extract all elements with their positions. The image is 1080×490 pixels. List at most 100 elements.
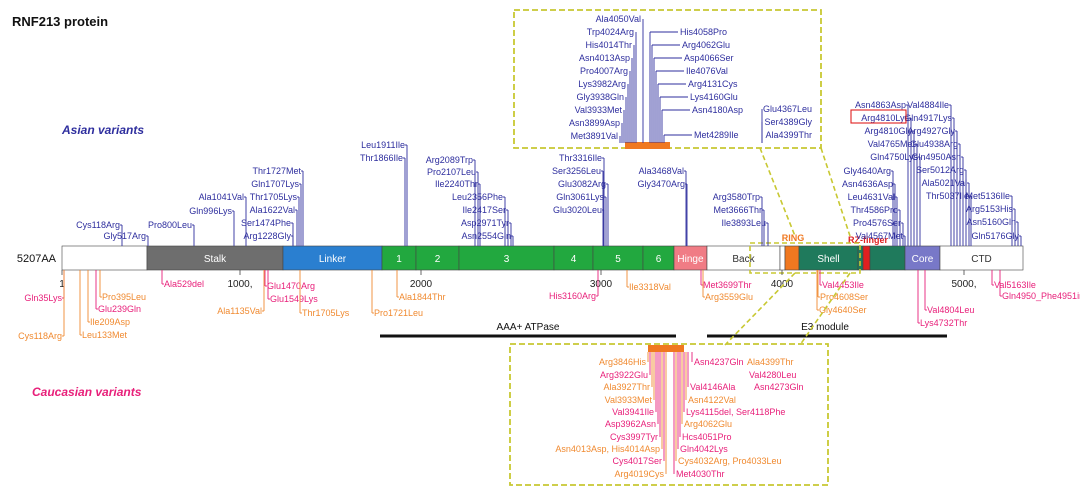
caucasian-insert-variant-11: Ala4399Thr (747, 357, 794, 367)
asian-variant-36: Asn4863Asp (855, 100, 906, 110)
domain-label-18: CTD (971, 254, 992, 265)
caucasian-insert-variant-0: Arg3846His (599, 357, 647, 367)
asian-variant-8: Thr1705Lys (250, 192, 298, 202)
asian-variant-43: Arg4927Gly (907, 126, 955, 136)
caucasian-variant-21: Lys4732Thr (920, 318, 967, 328)
caucasian-insert-variant-8: Cys4017Ser (612, 456, 662, 466)
asian-variant-20: Glu3020Leu (553, 205, 602, 215)
caucasian-variant-11: Pro1721Leu (374, 308, 423, 318)
asian-insert-variant-17: Met4289Ile (694, 130, 739, 140)
domain-3 (381, 245, 417, 271)
caucasian-insert-variant-6: Cys3997Tyr (610, 432, 658, 442)
caucasian-insert-variant-4: Val3941Ile (612, 407, 654, 417)
caucasian-variant-12: Ala1844Thr (399, 292, 446, 302)
asian-variant-46: Ser5012Arg (916, 165, 964, 175)
caucasian-variant-9: Glu1549Lys (270, 294, 318, 304)
caucasian-variant-10: Thr1705Lys (302, 308, 350, 318)
asian-insert-variant-8: Asn3899Asp (569, 118, 620, 128)
caucasian-variant-15: Met3699Thr (703, 280, 752, 290)
asian-insert-variant-18: Glu4367Leu (763, 104, 812, 114)
ring-label: RING (782, 233, 805, 243)
asian-insert-variant-2: His4014Thr (585, 40, 632, 50)
caucasian-insert-variant-7: Asn4013Asp, His4014Asp (555, 444, 660, 454)
asian-variant-41: Val4884Ile (907, 100, 949, 110)
domain-10 (706, 245, 781, 271)
asian-variant-12: Leu1911Ile (361, 140, 405, 150)
asian-insert-variant-9: Met3891Val (571, 131, 618, 141)
insert-source-region (749, 242, 861, 274)
asian-variant-22: Glu3082Arg (558, 179, 606, 189)
asian-variants-heading: Asian variants (61, 123, 144, 137)
caucasian-insert-variant-9: Arg4019Cys (614, 469, 664, 479)
asian-insert-variant-6: Gly3938Gln (576, 92, 624, 102)
scale-label-4: 4000 (771, 279, 794, 290)
asian-variant-45: Gln4950Asn (911, 152, 961, 162)
asian-insert-variant-1: Trp4024Arg (587, 27, 634, 37)
caucasian-variant-22: Val5163Ile (994, 280, 1036, 290)
domain-8 (642, 245, 675, 271)
asian-variant-10: Thr1727Met (252, 166, 301, 176)
asian-insert-variant-0: Ala4050Val (596, 14, 641, 24)
asian-variant-16: Leu2356Phe (452, 192, 503, 202)
asian-variant-31: Asn4636Asp (842, 179, 893, 189)
caucasian-insert-variant-20: Cys4032Arg, Pro4033Leu (678, 456, 782, 466)
asian-insert-variant-11: Arg4062Glu (682, 40, 730, 50)
asian-variant-6: Ser1474Phe (241, 218, 291, 228)
asian-insert-variant-7: Val3933Met (575, 105, 623, 115)
asian-insert-variant-4: Pro4007Arg (580, 66, 628, 76)
domain-label-2: Linker (319, 254, 347, 265)
asian-insert-variant-12: Asp4066Ser (684, 53, 734, 63)
caucasian-insert-variant-3: Val3933Met (605, 395, 653, 405)
asian-variant-40: Gln4750Lys (870, 152, 918, 162)
protein-length-label: 5207AA (17, 253, 57, 265)
domain-label-6: 4 (571, 254, 577, 265)
asian-insert-connector-right (820, 147, 851, 237)
asian-variant-52: Gln5176Gly (971, 231, 1019, 241)
asian-variant-50: Arg5153His (966, 204, 1014, 214)
caucasian-variant-6: Ala529del (164, 279, 204, 289)
asian-variant-19: Asn2554Gln (461, 231, 511, 241)
caucasian-insert-variant-17: Arg4062Glu (684, 419, 732, 429)
domain-15 (862, 245, 871, 271)
caucasian-insert-variant-2: Ala3927Thr (603, 382, 650, 392)
asian-variant-5: Arg1228Gly (243, 231, 291, 241)
caucasian-insert-variant-1: Arg3922Glu (600, 370, 648, 380)
asian-variant-30: Gly4640Arg (843, 166, 891, 176)
caucasian-variant-8: Glu1470Arg (267, 281, 315, 291)
domain-9 (673, 245, 708, 271)
asian-variant-29: Ile3893Leu (721, 218, 766, 228)
caucasian-variant-19: Gly4640Ser (819, 305, 867, 315)
scale-label-2: 2000 (410, 279, 433, 290)
asian-variant-26: Gly3470Arg (637, 179, 685, 189)
domain-label-4: 2 (435, 254, 441, 265)
asian-variant-34: Pro4576Ser (853, 218, 901, 228)
caucasian-variant-5: Leu133Met (82, 330, 128, 340)
asian-insert-variant-5: Lys3982Arg (578, 79, 626, 89)
caucasian-variant-7: Ala1135Val (217, 306, 262, 316)
asian-variant-24: Thr3316Ile (559, 153, 602, 163)
scale-label-5: 5000, (951, 279, 976, 290)
asian-insert-axis (625, 142, 670, 149)
caucasian-insert-variant-18: Hcs4051Pro (682, 432, 732, 442)
asian-variant-0: Cys118Arg (76, 220, 120, 230)
asian-variant-32: Leu4631Val (848, 192, 895, 202)
asian-variant-37: Arg4810Lys (861, 113, 909, 123)
asian-variant-15: Ile2240Thr (435, 179, 478, 189)
domain-16 (869, 245, 906, 271)
asian-variant-42: Gln4917Lys (904, 113, 952, 123)
asian-insert-variant-10: His4058Pro (680, 27, 727, 37)
asian-variant-44: Glu4938Arg (910, 139, 958, 149)
caucasian-variant-0: Gln35Lys (24, 293, 62, 303)
domain-1 (146, 245, 284, 271)
asian-insert-variant-20: Ala4399Thr (765, 130, 812, 140)
domain-label-13: Shell (817, 254, 839, 265)
domain-11 (779, 245, 786, 271)
domain-label-3: 1 (396, 254, 402, 265)
domain-label-9: Hinge (677, 254, 704, 265)
asian-insert-variant-13: Ile4076Val (686, 66, 728, 76)
caucasian-variant-18: Pro4608Ser (820, 292, 868, 302)
asian-variant-39: Val4765Met (868, 139, 916, 149)
asian-variant-28: Met3666Thr (713, 205, 762, 215)
asian-variant-35: Val4567Met (856, 231, 904, 241)
